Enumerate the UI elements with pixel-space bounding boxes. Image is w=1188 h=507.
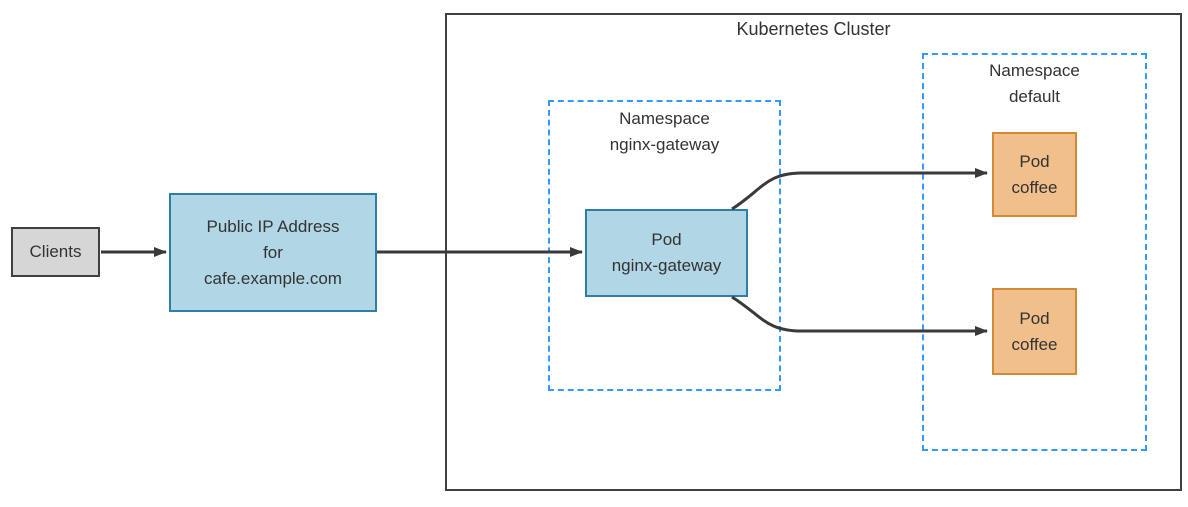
namespace-nginx-gateway-box: Namespace nginx-gateway (548, 100, 781, 391)
pod-coffee-top-label: Pod coffee (1011, 151, 1058, 197)
clients-label: Clients (29, 242, 82, 261)
public-ip-label: Public IP Address for cafe.example.com (204, 216, 342, 288)
public-ip-box: Public IP Address for cafe.example.com (169, 193, 377, 312)
pod-nginx-gateway-box: Pod nginx-gateway (585, 209, 748, 297)
clients-box: Clients (11, 227, 100, 277)
pod-coffee-bottom-box: Pod coffee (992, 288, 1077, 375)
pod-coffee-top-box: Pod coffee (992, 132, 1077, 217)
kubernetes-cluster-title: Kubernetes Cluster (736, 19, 891, 39)
pod-nginx-gateway-label: Pod nginx-gateway (611, 230, 722, 275)
namespace-nginx-gateway-label: Namespace nginx-gateway (609, 109, 720, 154)
namespace-default-box: Namespace default (922, 53, 1147, 451)
namespace-default-label: Namespace default (989, 61, 1080, 106)
pod-coffee-bottom-label: Pod coffee (1011, 308, 1058, 354)
